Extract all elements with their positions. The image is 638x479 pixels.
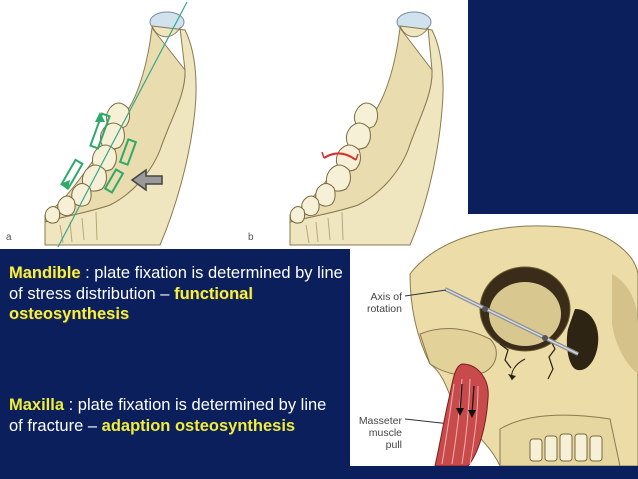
mandible-term: Mandible bbox=[9, 264, 81, 282]
maxilla-keyword: adaption osteosynthesis bbox=[102, 417, 295, 435]
maxilla-paragraph: Maxilla : plate fixation is determined b… bbox=[9, 395, 344, 436]
figure-b-mandible-fracture: b bbox=[240, 0, 468, 249]
axis-of-rotation-label: Axis of rotation bbox=[352, 291, 402, 315]
figure-b-letter: b bbox=[248, 232, 254, 243]
figure-a-mandible-plates: a bbox=[0, 0, 235, 249]
bottom-navy-strip bbox=[350, 466, 638, 479]
masseter-muscle-pull-label: Masseter muscle pull bbox=[348, 415, 402, 451]
figure-a-letter: a bbox=[6, 232, 12, 243]
top-right-navy-panel bbox=[468, 0, 638, 214]
mandible-paragraph: Mandible : plate fixation is determined … bbox=[9, 263, 344, 325]
skull-zygoma-illustration: Axis of rotation Masseter muscle pull bbox=[350, 214, 638, 466]
maxilla-term: Maxilla bbox=[9, 396, 64, 414]
